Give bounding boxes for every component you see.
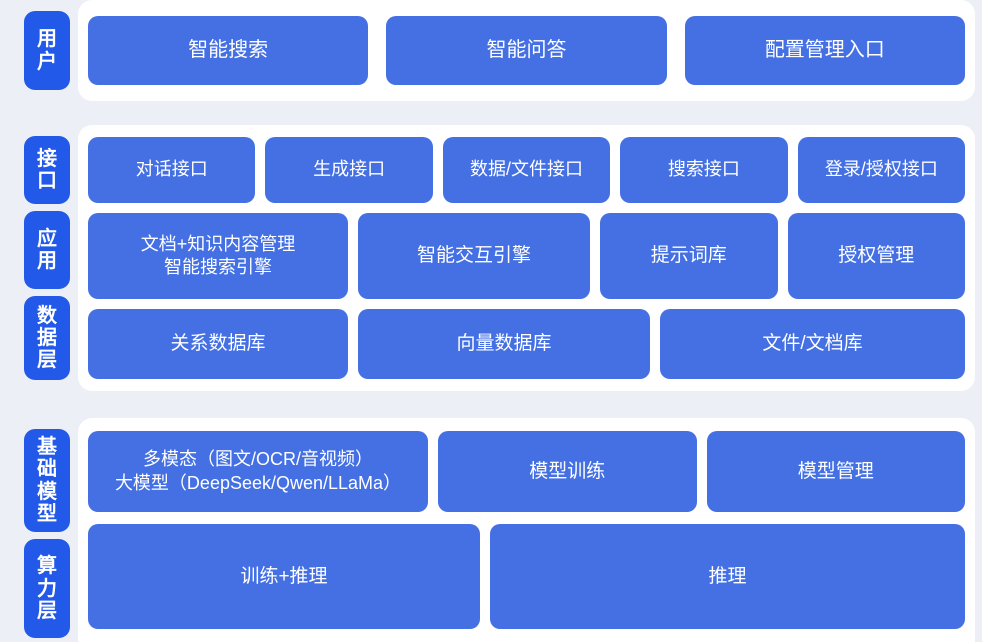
box-line: 文档+知识内容管理 xyxy=(140,233,296,254)
section-user: 用 户 智能搜索 智能问答 配置管理入口 xyxy=(0,0,982,101)
box-prompt-library[interactable]: 提示词库 xyxy=(600,213,778,299)
layer-rail-model: 基 础 模 型 算 力 层 xyxy=(0,418,78,642)
layer-tab-char: 口 xyxy=(37,170,57,193)
layer-tab-char: 础 xyxy=(37,458,57,481)
section-model: 基 础 模 型 算 力 层 多模态（图文/OCR/音视频） 大模型（DeepSe… xyxy=(0,418,982,642)
row-application: 文档+知识内容管理 智能搜索引擎 智能交互引擎 提示词库 授权管理 xyxy=(88,213,965,299)
box-login-auth-api[interactable]: 登录/授权接口 xyxy=(797,137,966,203)
box-relational-database[interactable]: 关系数据库 xyxy=(88,309,348,379)
layer-tab-user[interactable]: 用 户 xyxy=(24,11,70,90)
layer-tab-char: 力 xyxy=(37,577,57,600)
box-line: 智能搜索引擎 xyxy=(164,257,272,277)
row-models: 多模态（图文/OCR/音视频） 大模型（DeepSeek/Qwen/LLaMa）… xyxy=(88,431,965,512)
layer-tab-char: 接 xyxy=(37,147,57,170)
box-data-file-api[interactable]: 数据/文件接口 xyxy=(442,137,611,203)
row-interface: 对话接口 生成接口 数据/文件接口 搜索接口 登录/授权接口 xyxy=(88,137,966,203)
box-vector-database[interactable]: 向量数据库 xyxy=(358,309,650,379)
layer-tab-char: 基 xyxy=(37,435,57,458)
layer-tab-char: 据 xyxy=(37,326,57,349)
card-core: 对话接口 生成接口 数据/文件接口 搜索接口 登录/授权接口 文档+知识内容管理… xyxy=(78,125,975,391)
box-generation-api[interactable]: 生成接口 xyxy=(265,137,433,203)
box-intelligent-search[interactable]: 智能搜索 xyxy=(88,16,369,85)
box-intelligent-qa[interactable]: 智能问答 xyxy=(386,16,667,85)
layer-tab-foundation-model[interactable]: 基 础 模 型 xyxy=(24,429,70,533)
box-search-api[interactable]: 搜索接口 xyxy=(620,137,788,203)
layer-rail-core: 接 口 应 用 数 据 层 xyxy=(0,125,78,391)
box-model-management[interactable]: 模型管理 xyxy=(706,431,965,512)
box-config-management-entry[interactable]: 配置管理入口 xyxy=(684,16,965,85)
layer-tab-char: 层 xyxy=(37,349,57,372)
box-line: 大模型（DeepSeek/Qwen/LLaMa） xyxy=(114,472,402,493)
box-line: 多模态（图文/OCR/音视频） xyxy=(143,449,373,470)
layer-tab-char: 算 xyxy=(37,555,57,578)
section-core: 接 口 应 用 数 据 层 对话接口 生成接口 数据/文件接口 搜索接口 登录/… xyxy=(0,125,982,391)
layer-tab-char: 应 xyxy=(37,227,57,250)
box-training-and-inference[interactable]: 训练+推理 xyxy=(88,524,480,629)
row-compute: 训练+推理 推理 xyxy=(88,524,965,629)
box-inference[interactable]: 推理 xyxy=(490,524,965,629)
layer-tab-char: 数 xyxy=(37,304,57,327)
box-multimodal-large-model[interactable]: 多模态（图文/OCR/音视频） 大模型（DeepSeek/Qwen/LLaMa） xyxy=(88,431,428,512)
layer-tab-char: 用 xyxy=(37,28,57,51)
layer-rail-user: 用 户 xyxy=(0,0,78,101)
box-authorization-management[interactable]: 授权管理 xyxy=(787,213,965,299)
box-model-training[interactable]: 模型训练 xyxy=(438,431,697,512)
section-gap xyxy=(0,391,982,418)
layer-tab-char: 层 xyxy=(37,599,57,622)
row-user-apps: 智能搜索 智能问答 配置管理入口 xyxy=(88,16,965,85)
box-document-knowledge-management[interactable]: 文档+知识内容管理 智能搜索引擎 xyxy=(88,213,348,299)
card-user: 智能搜索 智能问答 配置管理入口 xyxy=(78,0,975,101)
layer-tab-char: 用 xyxy=(37,250,57,273)
layer-tab-char: 户 xyxy=(37,50,57,73)
section-gap xyxy=(0,101,982,125)
layer-tab-char: 模 xyxy=(37,480,57,503)
box-intelligent-interaction-engine[interactable]: 智能交互引擎 xyxy=(358,213,590,299)
layer-tab-compute[interactable]: 算 力 层 xyxy=(24,539,70,638)
card-model: 多模态（图文/OCR/音视频） 大模型（DeepSeek/Qwen/LLaMa）… xyxy=(78,418,975,642)
layer-tab-char: 型 xyxy=(37,503,57,526)
layer-tab-interface[interactable]: 接 口 xyxy=(24,136,70,205)
box-file-document-store[interactable]: 文件/文档库 xyxy=(660,309,965,379)
layer-tab-data[interactable]: 数 据 层 xyxy=(24,296,70,380)
row-data: 关系数据库 向量数据库 文件/文档库 xyxy=(88,309,965,379)
box-dialog-api[interactable]: 对话接口 xyxy=(88,137,256,203)
layer-tab-application[interactable]: 应 用 xyxy=(24,211,70,290)
